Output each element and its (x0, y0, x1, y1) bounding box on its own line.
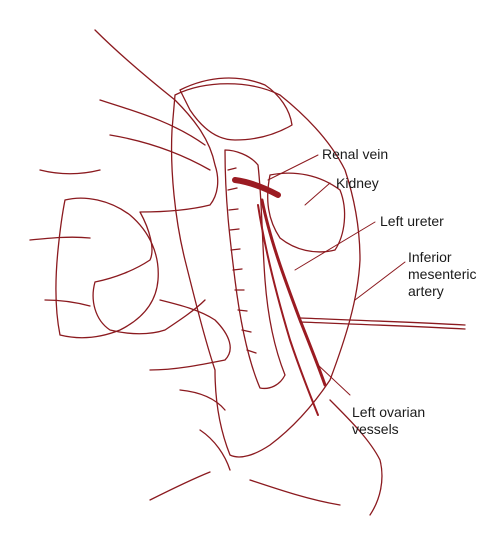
label-kidney: Kidney (336, 175, 379, 191)
lower-right-tissue (249, 399, 383, 516)
left-bowel (55, 197, 159, 339)
surgical-field-outline (170, 83, 361, 458)
upper-peritoneum (179, 77, 293, 141)
vessel-hatching (227, 167, 257, 354)
label-inferior-mesenteric-artery: Inferior mesenteric artery (408, 249, 477, 299)
pointer-kidney (304, 182, 331, 206)
left-hand (29, 29, 219, 335)
pointer-renal-vein (267, 154, 319, 181)
left-ovarian-vessels-path (257, 204, 319, 416)
label-left-ovarian-vessels: Left ovarian vessels (352, 404, 426, 437)
label-left-ureter: Left ureter (380, 213, 444, 229)
kidney-shape (267, 172, 346, 253)
hand-finger-upper (99, 99, 211, 171)
pointer-ovarian (317, 364, 351, 396)
left-ureter-vessel (260, 198, 327, 387)
ima-retractor (299, 317, 466, 330)
pointer-ima (354, 261, 406, 301)
label-renal-vein: Renal vein (322, 146, 389, 162)
pointer-left-ureter (294, 221, 376, 271)
lower-hand (149, 299, 231, 501)
renal-vein-vessel (232, 177, 281, 198)
